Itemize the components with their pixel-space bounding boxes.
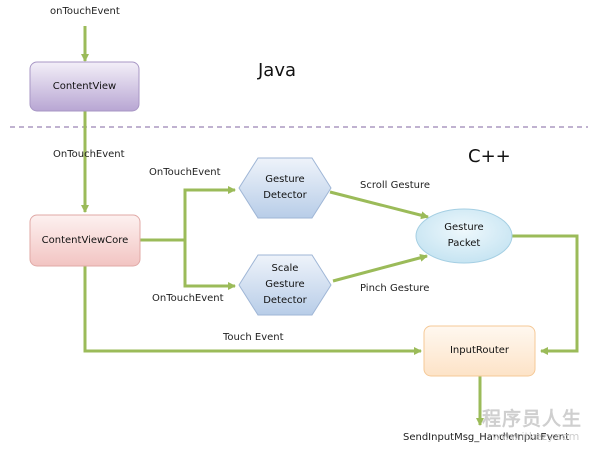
- edge-label-on-touch-event-top: onTouchEvent: [50, 6, 120, 17]
- arrow-packet-to-input-router: [512, 234, 579, 355]
- watermark-text: 程序员人生: [482, 408, 583, 430]
- edge-label-on-touch-event-scale: OnTouchEvent: [152, 293, 224, 304]
- connectors: [81, 26, 579, 426]
- arrow-scroll-gesture: [329, 190, 429, 220]
- edge-label-scroll-gesture: Scroll Gesture: [360, 180, 431, 191]
- cpp-section-label: C++: [468, 146, 511, 167]
- content-view-label: ContentView: [52, 80, 117, 92]
- input-router-box: [423, 325, 536, 377]
- gesture-detector-shape: [238, 157, 332, 219]
- content-view-box: [29, 61, 140, 112]
- arrow-core-to-input-router: [83, 266, 422, 355]
- arrow-pinch-gesture: [332, 253, 428, 283]
- scale-gesture-detector-label: Scale Gesture Detector: [263, 263, 307, 306]
- edge-label-on-touch-event-core: OnTouchEvent: [53, 149, 125, 160]
- content-view-core-label: ContentViewCore: [41, 234, 129, 246]
- gesture-packet-label: Gesture Packet: [444, 222, 484, 249]
- arrow-core-to-gesture-detector: [140, 186, 236, 242]
- gesture-packet-shape: [415, 208, 513, 264]
- edge-label-send-input: SendInputMsg_HandleInputEvent: [403, 432, 570, 443]
- content-view-core-box: [29, 214, 141, 267]
- scale-gesture-detector-shape: [238, 254, 332, 316]
- watermark-url: www.itkezy.com: [492, 430, 580, 443]
- gesture-detector-label: Gesture Detector: [263, 174, 307, 201]
- edge-label-on-touch-event-gesture: OnTouchEvent: [149, 167, 221, 178]
- input-router-label: InputRouter: [449, 345, 510, 356]
- java-section-label: Java: [258, 60, 297, 81]
- edge-label-pinch-gesture: Pinch Gesture: [360, 283, 430, 294]
- arrow-core-to-scale-detector: [183, 240, 236, 290]
- edge-label-touch-event: Touch Event: [223, 332, 284, 343]
